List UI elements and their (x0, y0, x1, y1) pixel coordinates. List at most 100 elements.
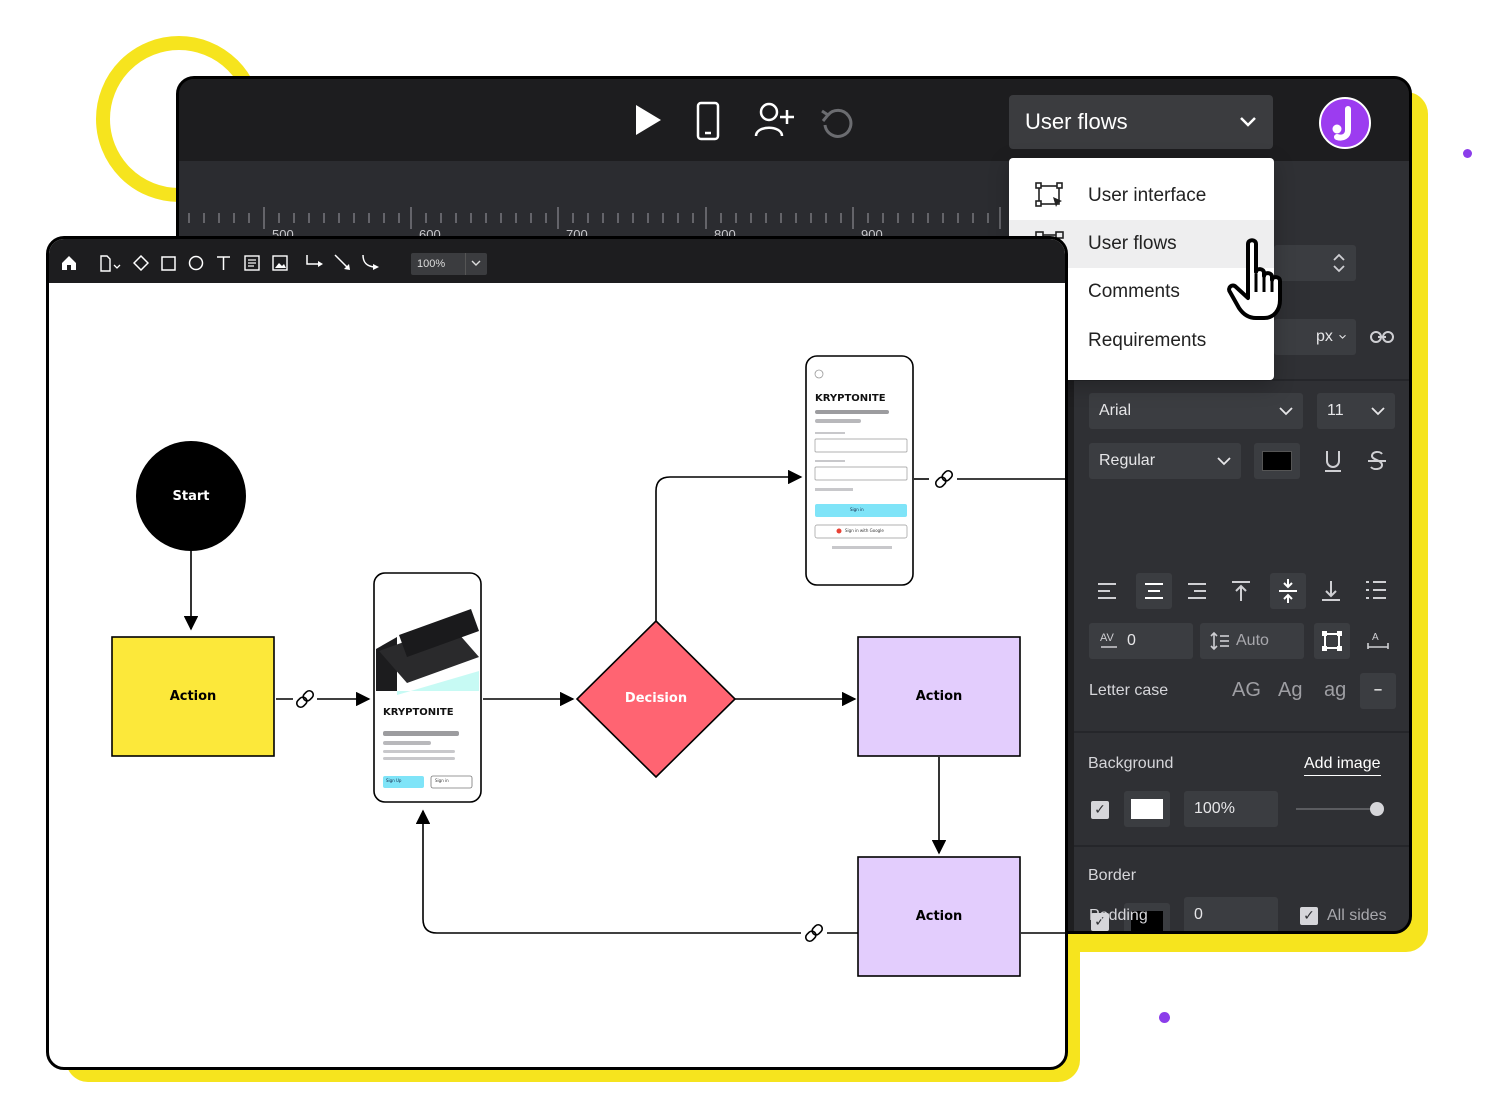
add-user-icon[interactable] (753, 101, 795, 139)
align-center-icon (1145, 583, 1163, 599)
background-checkbox[interactable]: ✓ (1091, 801, 1109, 819)
line-height-icon (1210, 631, 1229, 651)
action-node[interactable] (857, 636, 1021, 757)
play-icon[interactable] (633, 103, 663, 137)
padding-field[interactable]: 0 (1184, 897, 1278, 931)
action-node[interactable] (857, 856, 1021, 977)
color-swatch (1131, 911, 1163, 931)
font-weight-select[interactable]: Regular (1089, 443, 1241, 479)
font-weight-value: Regular (1099, 452, 1156, 469)
zoom-select[interactable]: 100% (411, 253, 487, 275)
action-label: Action (169, 689, 217, 704)
menu-item-label: Comments (1088, 281, 1180, 302)
fixed-size-button[interactable] (1314, 623, 1350, 659)
decision-label: Decision (624, 691, 688, 706)
screen-google-text: Sign in with Google (845, 528, 884, 533)
align-middle-button[interactable] (1270, 573, 1306, 609)
line-height-field[interactable]: Auto (1200, 623, 1304, 659)
align-middle-icon (1279, 579, 1297, 603)
align-bottom-icon[interactable] (1320, 579, 1342, 603)
align-right-icon[interactable] (1186, 581, 1208, 601)
uppercase-option[interactable]: AG (1232, 679, 1261, 701)
image-tool-icon[interactable] (272, 255, 288, 271)
letter-spacing-field[interactable]: AV 0 (1089, 623, 1193, 659)
text-tool-icon[interactable] (216, 255, 231, 271)
text-block-tool-icon[interactable] (244, 255, 260, 271)
font-size-select[interactable]: 11 (1317, 393, 1395, 429)
chevron-down-icon (471, 260, 481, 266)
decorative-dot (1463, 149, 1472, 158)
titlecase-option[interactable]: Ag (1278, 679, 1303, 701)
background-opacity-field[interactable]: 100% (1184, 791, 1278, 827)
user-avatar[interactable] (1319, 97, 1371, 149)
align-center-button[interactable] (1136, 573, 1172, 609)
action-node[interactable] (111, 636, 275, 757)
underline-icon[interactable] (1322, 448, 1344, 474)
connector-decision-signin[interactable] (655, 469, 803, 621)
start-label: Start (172, 489, 210, 504)
color-swatch (1262, 451, 1292, 471)
opacity-slider-track[interactable] (1296, 808, 1380, 810)
ellipse-tool-icon[interactable] (188, 255, 204, 271)
connector-action-screen-back[interactable] (415, 809, 801, 934)
divider (465, 253, 466, 275)
auto-height-icon[interactable]: A (1366, 629, 1390, 653)
mobile-preview-icon[interactable] (695, 101, 721, 141)
screen-brand-text: KRYPTONITE (815, 393, 886, 404)
zoom-value: 100% (417, 258, 446, 270)
home-icon[interactable] (61, 255, 77, 271)
diamond-tool-icon[interactable] (133, 255, 149, 271)
menu-item-label: Requirements (1088, 330, 1207, 351)
align-left-icon[interactable] (1096, 581, 1118, 601)
size-stepper[interactable] (1274, 245, 1356, 281)
select-frame-icon (1035, 182, 1063, 207)
menu-item-user-flows[interactable]: User flows (1009, 220, 1274, 268)
all-sides-checkbox[interactable]: ✓ (1300, 907, 1318, 925)
letter-spacing-icon: AV (1100, 632, 1117, 648)
action-label: Action (915, 909, 963, 924)
no-case-button[interactable]: – (1360, 673, 1396, 709)
align-top-icon[interactable] (1230, 579, 1252, 603)
screen-signin-text: Sign in (850, 507, 864, 512)
border-checkbox[interactable]: ✓ (1091, 913, 1109, 931)
text-color-swatch[interactable] (1254, 443, 1300, 479)
strikethrough-icon[interactable] (1366, 448, 1388, 474)
elbow-connector-icon[interactable] (305, 254, 325, 272)
view-selector-label: User flows (1025, 109, 1128, 134)
rectangle-tool-icon[interactable] (161, 256, 176, 271)
chevron-down-icon (1240, 117, 1256, 127)
undo-icon[interactable] (819, 105, 855, 139)
svg-text:AV: AV (1100, 632, 1115, 644)
view-selector-dropdown[interactable]: User flows (1009, 95, 1273, 149)
add-image-link[interactable]: Add image (1304, 755, 1381, 776)
unit-label: px (1316, 328, 1333, 345)
link-icon[interactable] (804, 923, 824, 943)
lowercase-option[interactable]: ag (1324, 679, 1347, 701)
top-bar: User flows (179, 79, 1409, 161)
background-label: Background (1088, 755, 1174, 772)
screen-thumbnail-signup[interactable] (373, 572, 482, 803)
opacity-slider-handle[interactable] (1370, 802, 1384, 816)
chevron-down-icon (1217, 456, 1231, 465)
link-icon[interactable] (1370, 327, 1394, 347)
border-color-swatch[interactable] (1124, 903, 1170, 931)
bullet-list-icon[interactable] (1364, 579, 1388, 601)
svg-text:A: A (1372, 632, 1379, 643)
page-icon[interactable] (99, 255, 123, 273)
flow-canvas[interactable] (49, 239, 1065, 1067)
background-color-swatch[interactable] (1124, 791, 1170, 827)
font-family-select[interactable]: Arial (1089, 393, 1303, 429)
screen-thumbnail-signin[interactable] (805, 355, 914, 586)
unit-select[interactable]: px (1274, 319, 1356, 355)
flow-editor-window: 100% (46, 236, 1068, 1070)
curve-connector-icon[interactable] (361, 254, 381, 272)
avatar-logo-icon (1332, 106, 1351, 141)
link-icon[interactable] (934, 469, 954, 489)
menu-item-user-interface[interactable]: User interface (1009, 172, 1274, 220)
chevron-down-icon (1371, 406, 1385, 415)
decision-node[interactable] (575, 619, 737, 779)
start-node[interactable] (136, 441, 246, 551)
link-icon[interactable] (295, 689, 315, 709)
arrow-connector-icon[interactable] (333, 254, 353, 272)
